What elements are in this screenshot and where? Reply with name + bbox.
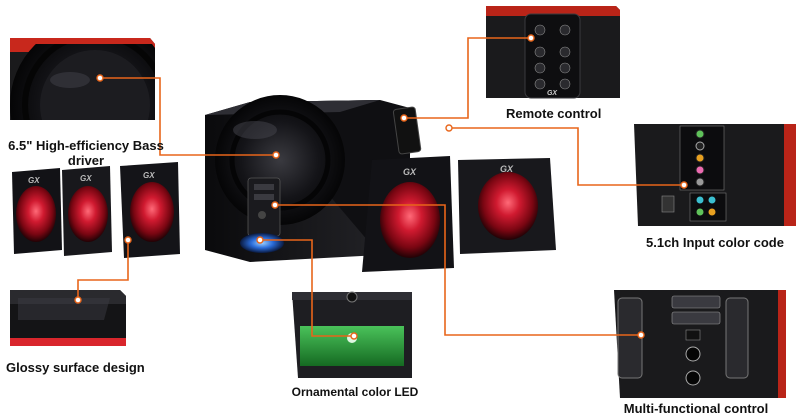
left-satellites: GX GX GX (12, 162, 180, 258)
callout-remote (404, 37, 531, 119)
callout-bass (100, 77, 276, 156)
remote-inset: GX (486, 6, 620, 99)
svg-text:GX: GX (403, 167, 417, 177)
label-glossy-surface: Glossy surface design (6, 360, 145, 375)
input-panel-inset (634, 124, 796, 226)
callout-dots (74, 34, 688, 340)
svg-text:GX: GX (547, 90, 558, 97)
callout-led (260, 239, 354, 337)
svg-text:GX: GX (500, 164, 514, 174)
label-remote-control: Remote control (506, 106, 602, 121)
glossy-inset (10, 290, 126, 346)
callout-input (449, 127, 684, 186)
svg-text:GX: GX (80, 174, 92, 183)
callout-glossy (77, 240, 129, 300)
label-input-color-code: 5.1ch Input color code (646, 235, 784, 250)
svg-text:GX: GX (143, 171, 155, 180)
label-bass-driver: 6.5" High-efficiency Bass driver (8, 138, 164, 168)
control-inset (614, 290, 786, 398)
label-color-led: Ornamental color LED (291, 385, 419, 399)
label-multifunction-control: Multi-functional control (623, 401, 769, 416)
callout-lines (77, 37, 684, 337)
right-satellites: GX GX (362, 156, 556, 272)
svg-text:GX: GX (28, 176, 40, 185)
callout-control (275, 204, 641, 336)
